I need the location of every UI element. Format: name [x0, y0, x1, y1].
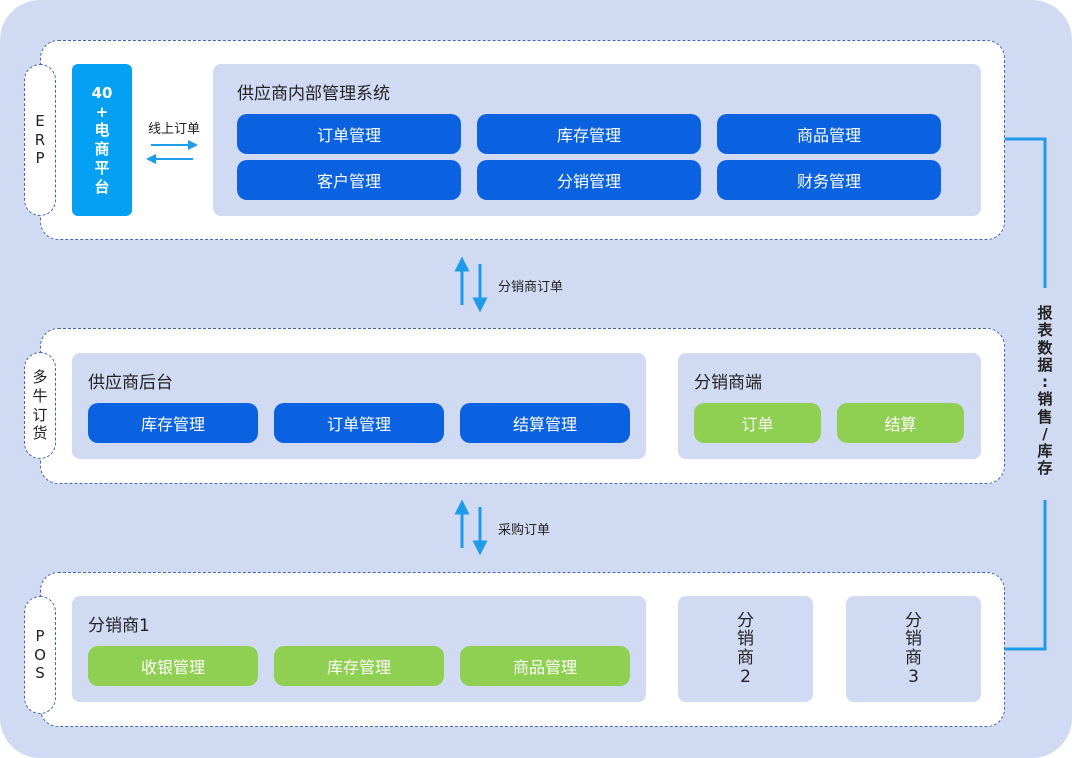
distributor3-char: 3 — [908, 666, 919, 687]
order-button[interactable]: 订单 — [694, 403, 821, 443]
erp-tag-char: E — [35, 111, 45, 130]
duoniu-tag-char: 订 — [32, 405, 48, 424]
platform-char: + — [95, 102, 109, 121]
pos-tag-char: S — [35, 664, 45, 683]
distributor-client-panel: 分销商端 订单 结算 — [678, 353, 981, 459]
erp-tag-char: P — [35, 149, 45, 168]
side-label-char: : — [1042, 373, 1048, 391]
product-management-button[interactable]: 商品管理 — [717, 114, 941, 154]
side-label-char: 表 — [1037, 321, 1053, 340]
panel-title: 供应商内部管理系统 — [237, 84, 390, 104]
distributor3-char: 商 — [905, 648, 922, 668]
panel-title: 分销商端 — [694, 373, 762, 393]
duoniu-tag: 多 牛 订 货 — [24, 352, 56, 459]
platform-char: 平 — [94, 158, 110, 177]
erp-tag-char: R — [34, 130, 46, 149]
order-management-button[interactable]: 订单管理 — [237, 114, 461, 154]
platform-char: 电 — [94, 121, 110, 140]
customer-management-button[interactable]: 客户管理 — [237, 160, 461, 200]
side-label-char: / — [1042, 424, 1048, 443]
platform-char: 商 — [94, 140, 110, 158]
side-label-char: 据 — [1037, 355, 1053, 374]
inventory-management-button[interactable]: 库存管理 — [274, 646, 444, 686]
order-management-button[interactable]: 订单管理 — [274, 403, 444, 443]
ecommerce-platform-box: 40 + 电 商 平 台 — [72, 64, 132, 216]
cashier-management-button[interactable]: 收银管理 — [88, 646, 258, 686]
panel-title: 供应商后台 — [88, 373, 173, 393]
distributor2-char: 分 — [737, 610, 754, 631]
distributor2-char: 商 — [737, 648, 754, 668]
distributor2-char: 2 — [740, 666, 751, 687]
side-label-char: 售 — [1037, 407, 1053, 426]
inventory-management-button[interactable]: 库存管理 — [88, 403, 258, 443]
distributor2-box: 分 销 商 2 — [678, 596, 813, 702]
report-data-bracket-bottom — [1005, 500, 1047, 651]
platform-char: 40 — [91, 83, 113, 102]
supplier-internal-system-panel: 供应商内部管理系统 订单管理 库存管理 商品管理 客户管理 分销管理 财务管理 — [213, 64, 981, 216]
duoniu-tag-char: 货 — [32, 424, 48, 443]
platform-char: 台 — [94, 177, 110, 196]
erp-tag: E R P — [24, 64, 56, 216]
finance-management-button[interactable]: 财务管理 — [717, 160, 941, 200]
distributor-order-flow-label: 分销商订单 — [498, 280, 564, 295]
purchase-order-flow-label: 采购订单 — [498, 523, 551, 538]
report-data-side-label: 报 表 数 据 : 销 售 / 库 存 — [1036, 304, 1054, 478]
side-label-char: 销 — [1037, 390, 1053, 409]
distributor3-char: 分 — [905, 610, 922, 631]
side-label-char: 库 — [1037, 442, 1053, 460]
side-label-char: 存 — [1037, 459, 1053, 478]
supplier-backend-panel: 供应商后台 库存管理 订单管理 结算管理 — [72, 353, 646, 459]
inventory-management-button[interactable]: 库存管理 — [477, 114, 701, 154]
duoniu-tag-char: 牛 — [32, 386, 48, 405]
pos-tag: P O S — [24, 596, 56, 714]
side-label-char: 数 — [1037, 338, 1053, 357]
pos-tag-char: P — [35, 626, 45, 645]
distributor1-panel: 分销商1 收银管理 库存管理 商品管理 — [72, 596, 646, 702]
settlement-button[interactable]: 结算 — [837, 403, 964, 443]
duoniu-tag-char: 多 — [32, 368, 48, 386]
report-data-bracket-top — [1005, 137, 1047, 288]
settlement-management-button[interactable]: 结算管理 — [460, 403, 630, 443]
distributor2-char: 销 — [737, 629, 754, 650]
distribution-management-button[interactable]: 分销管理 — [477, 160, 701, 200]
panel-title: 分销商1 — [88, 616, 150, 636]
online-order-label: 线上订单 — [148, 122, 201, 137]
product-management-button[interactable]: 商品管理 — [460, 646, 630, 686]
distributor3-box: 分 销 商 3 — [846, 596, 981, 702]
pos-tag-char: O — [34, 645, 46, 664]
side-label-char: 报 — [1037, 304, 1053, 322]
distributor3-char: 销 — [905, 629, 922, 650]
